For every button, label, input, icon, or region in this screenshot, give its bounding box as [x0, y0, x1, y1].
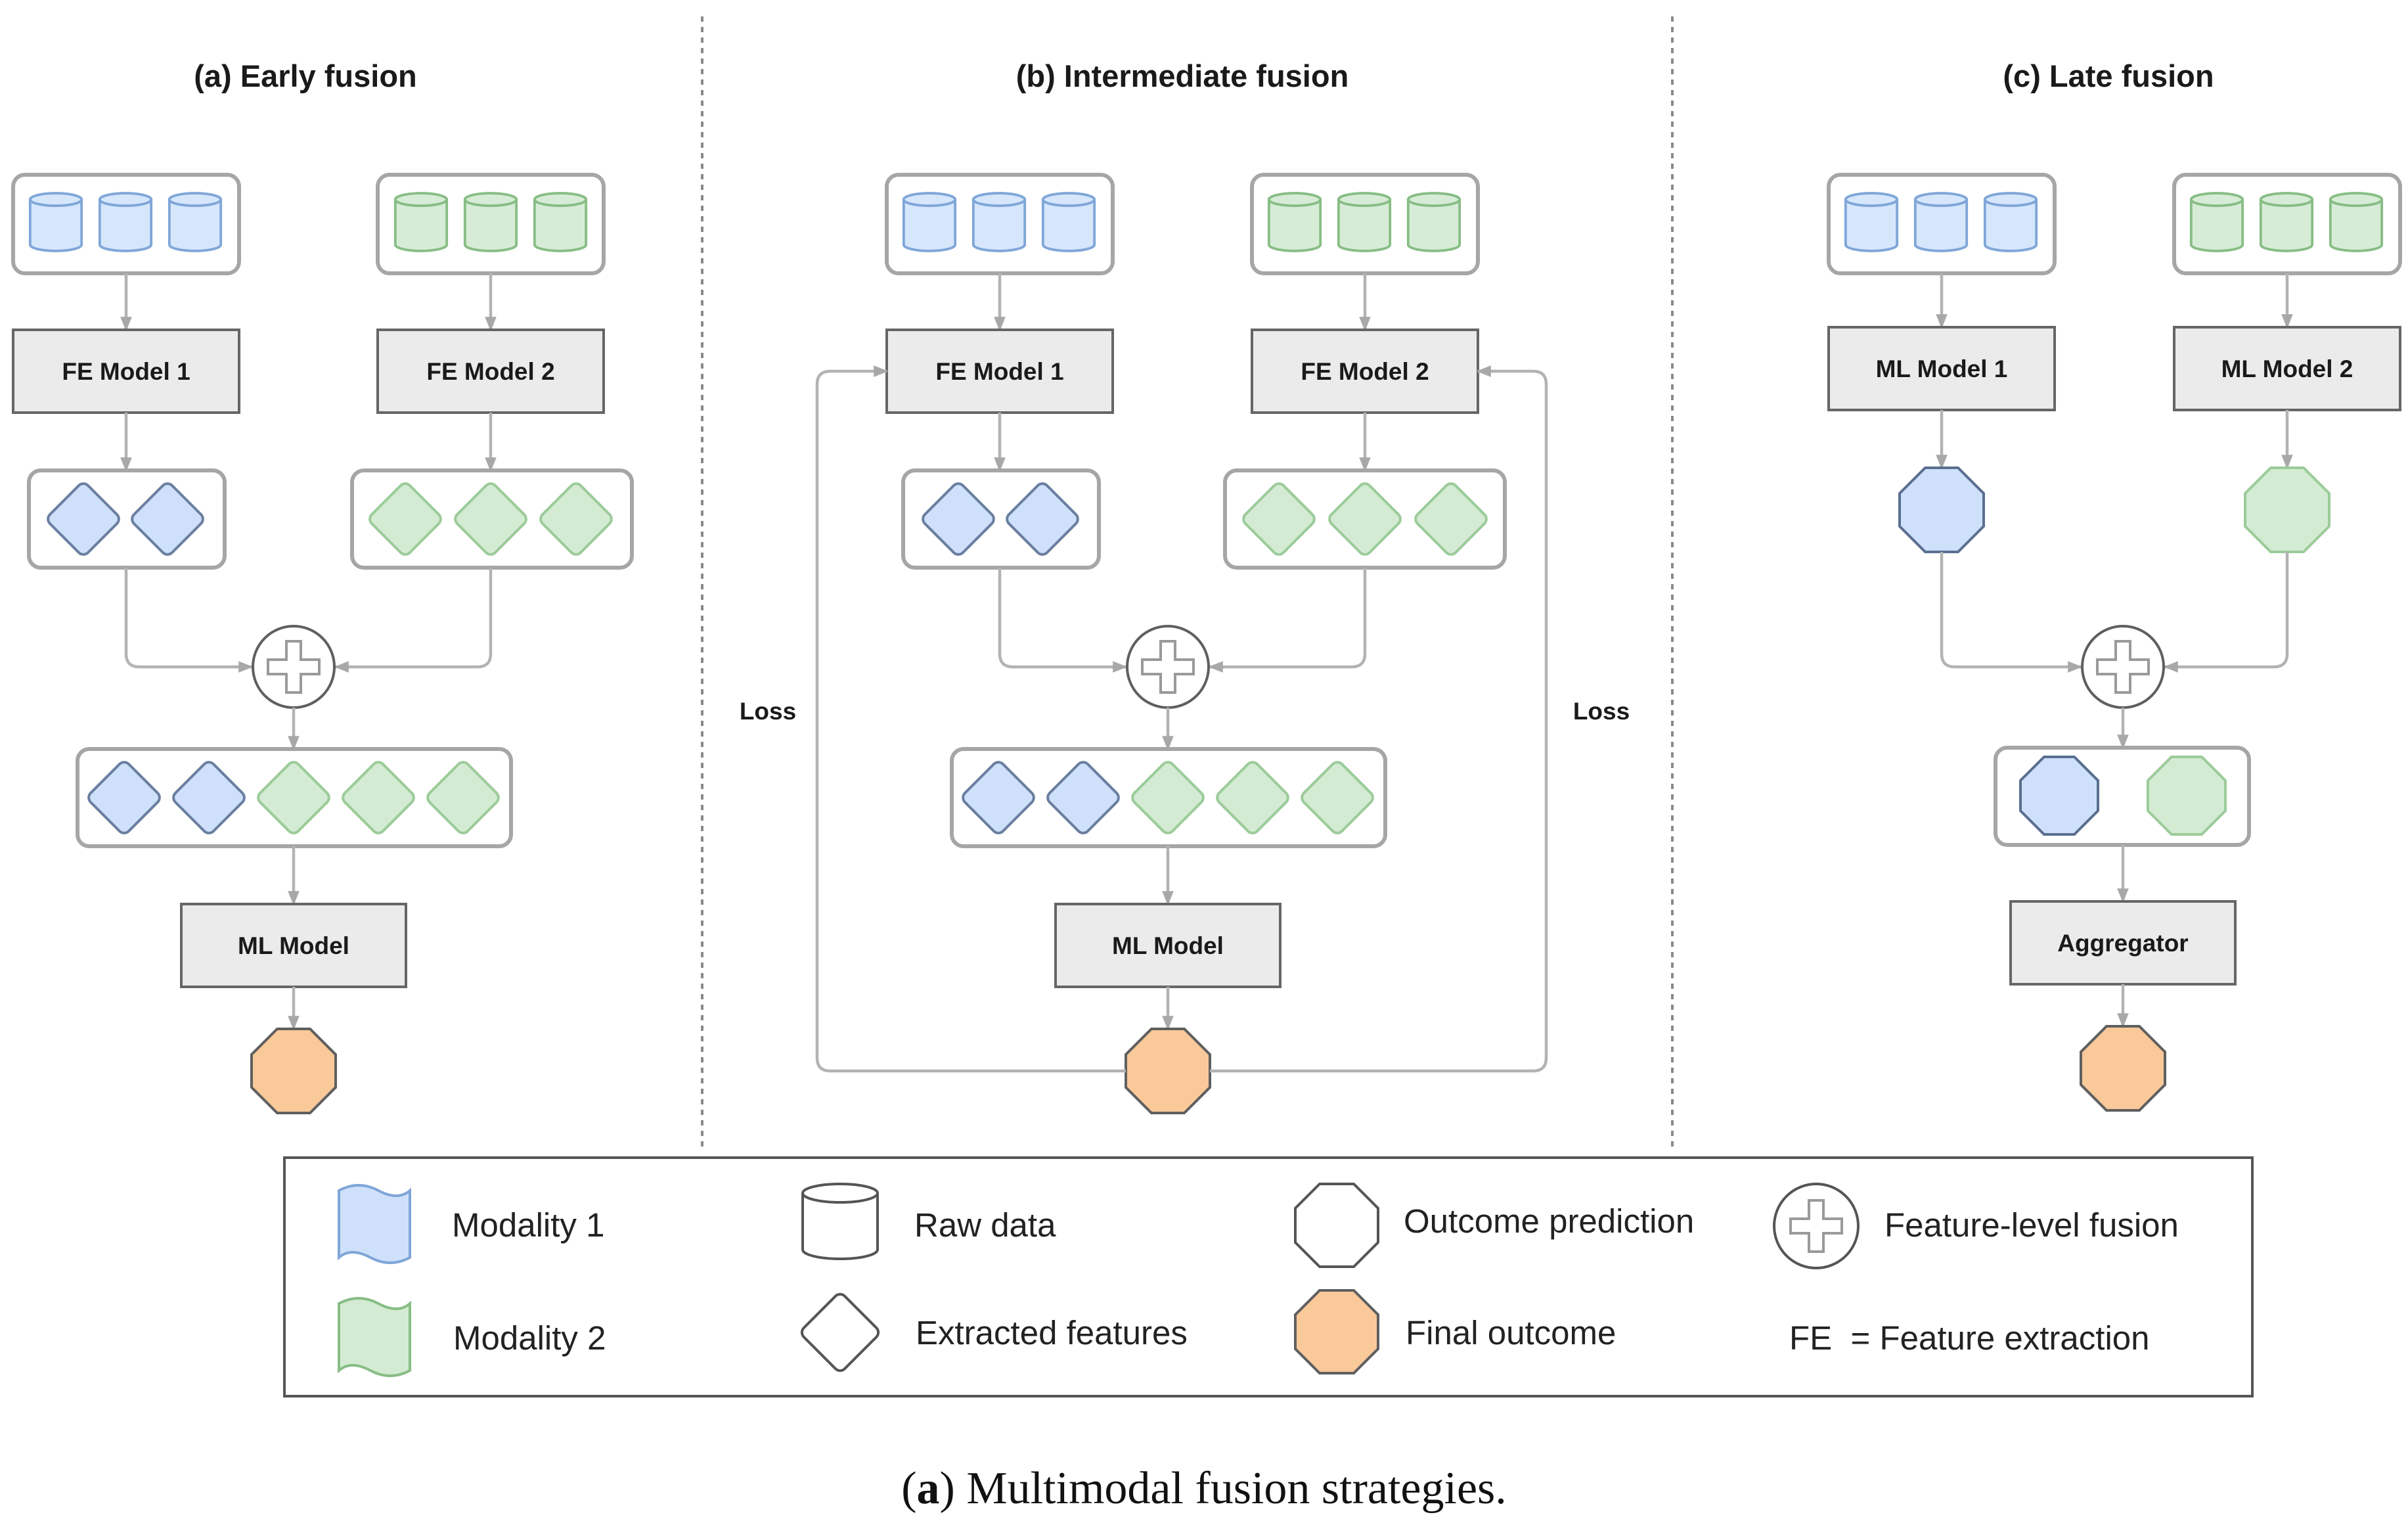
final-outcome-intermediate — [1125, 1028, 1211, 1114]
collected-prediction-modality-2 — [2147, 756, 2227, 836]
legend: Modality 1 Modality 2 Raw data Extracted… — [283, 1156, 2254, 1397]
ml-model-box-intermediate — [1054, 903, 1282, 988]
fe-model-1-label-intermediate: FE Model 1 — [935, 358, 1063, 385]
loss-label-right: Loss — [1573, 698, 1630, 725]
plus-icon — [1141, 640, 1195, 694]
feature-fusion-node-early — [252, 625, 336, 709]
fe-model-1-label-early: FE Model 1 — [62, 358, 190, 385]
panel-early-fusion: (a) Early fusion FE Model 1 FE Model 2 — [11, 58, 634, 1114]
aggregator-label: Aggregator — [2057, 930, 2188, 957]
prediction-modality-1-late — [1898, 466, 1985, 553]
collected-prediction-modality-1 — [2019, 756, 2099, 836]
panel-title-late: (c) Late fusion — [2003, 58, 2214, 93]
loss-label-left: Loss — [740, 698, 796, 725]
panel-title-early: (a) Early fusion — [194, 58, 417, 93]
feature-level-fusion-legend-icon — [1773, 1183, 1860, 1269]
raw-data-legend-icon — [801, 1183, 879, 1260]
panel-late-fusion: (c) Late fusion ML Model 1 ML Model 2 — [1827, 58, 2402, 1112]
legend-outcome-prediction-label: Outcome prediction — [1404, 1202, 1694, 1240]
fused-features-intermediate — [962, 761, 1374, 834]
ml-model-label-intermediate: ML Model — [1112, 932, 1224, 959]
modality-2-swatch — [338, 1297, 411, 1377]
legend-fe-definition: FE = Feature extraction — [1789, 1319, 2150, 1357]
fe-model-1-box-intermediate — [885, 329, 1114, 414]
figure-caption: (a) Multimodal fusion strategies. — [901, 1463, 1507, 1514]
fe-model-2-label-intermediate: FE Model 2 — [1301, 358, 1429, 385]
fe-model-2-label-early: FE Model 2 — [426, 358, 554, 385]
legend-box — [283, 1156, 2254, 1397]
legend-final-outcome-label: Final outcome — [1406, 1314, 1616, 1351]
extracted-features-legend-icon — [800, 1292, 880, 1373]
final-outcome-early — [250, 1028, 337, 1114]
raw-data-cylinders-modality-2-intermediate — [1269, 193, 1460, 251]
ml-model-1-label-late: ML Model 1 — [1876, 355, 2008, 382]
features-modality-1-early — [47, 482, 204, 556]
raw-data-cylinders-modality-1-late — [1846, 193, 2036, 251]
raw-data-cylinders-modality-2 — [395, 193, 586, 251]
prediction-modality-2-late — [2244, 466, 2330, 553]
legend-modality-2-label: Modality 2 — [453, 1319, 606, 1357]
raw-data-cylinders-modality-2-late — [2191, 193, 2382, 251]
legend-raw-data-label: Raw data — [914, 1206, 1056, 1244]
panel-intermediate-fusion: (b) Intermediate fusion FE Model 1 FE Mo… — [740, 58, 1630, 1114]
feature-fusion-node-late — [2081, 625, 2165, 709]
features-modality-1-intermediate — [922, 482, 1079, 556]
outcome-prediction-legend-icon — [1294, 1183, 1379, 1268]
features-modality-2-early — [368, 482, 613, 556]
legend-extracted-features-label: Extracted features — [916, 1314, 1188, 1351]
fe-model-1-box-early — [12, 329, 240, 414]
features-modality-2-intermediate — [1242, 482, 1488, 556]
ml-model-label-early: ML Model — [238, 932, 349, 959]
ml-model-1-box-late — [1827, 326, 2056, 411]
plus-icon — [1789, 1199, 1843, 1253]
raw-data-cylinders-modality-1 — [30, 193, 221, 251]
fused-features-early — [87, 761, 500, 834]
plus-icon — [2096, 640, 2150, 694]
plus-icon — [267, 640, 321, 694]
raw-data-cylinders-modality-1-intermediate — [904, 193, 1094, 251]
legend-modality-1-label: Modality 1 — [452, 1206, 604, 1244]
ml-model-2-label-late: ML Model 2 — [2221, 355, 2353, 382]
feature-fusion-node-intermediate — [1126, 625, 1210, 709]
panel-title-intermediate: (b) Intermediate fusion — [1016, 58, 1349, 93]
legend-feature-level-fusion-label: Feature-level fusion — [1884, 1206, 2179, 1244]
caption-letter: a — [917, 1463, 940, 1514]
final-outcome-late — [2080, 1025, 2166, 1112]
caption-text: Multimodal fusion strategies. — [966, 1463, 1506, 1514]
modality-1-swatch — [338, 1184, 411, 1264]
fe-model-2-box-intermediate — [1251, 329, 1479, 414]
final-outcome-legend-icon — [1294, 1289, 1379, 1374]
